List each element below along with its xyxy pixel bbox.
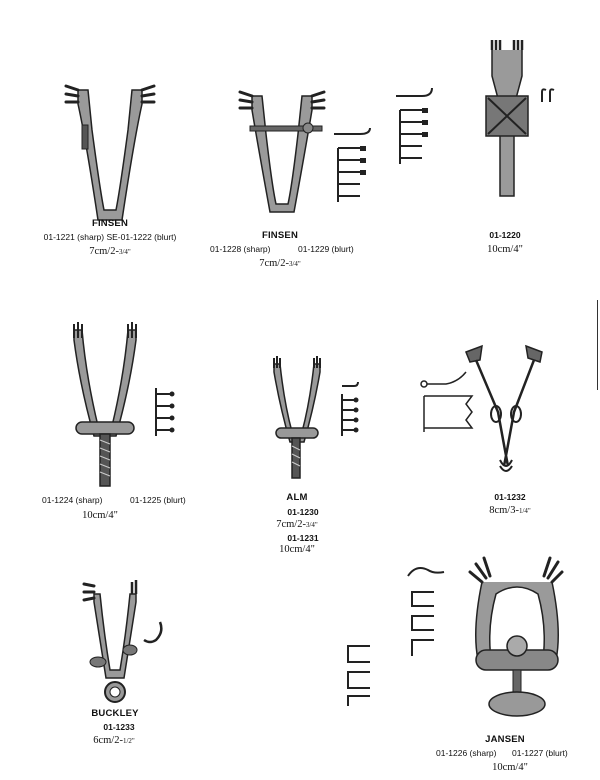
- product-size: 10cm/4": [492, 762, 528, 773]
- page-edge-rule: [596, 300, 598, 390]
- product-code: 01-1232: [494, 492, 526, 502]
- hook-detail-icon: [143, 621, 163, 644]
- product-code-sharp: 01-1228 (sharp): [210, 244, 271, 254]
- product-code-sharp: 01-1224 (sharp): [42, 495, 103, 505]
- blade-detail-icon: [334, 127, 371, 202]
- blade-detail-icon: [407, 567, 445, 656]
- finsen-retractor-illustration: [64, 84, 156, 221]
- product-name: JANSEN: [485, 734, 525, 745]
- product-code-blunt: 01-1229 (blurt): [298, 244, 354, 254]
- blade-detail-icon: [341, 381, 359, 436]
- product-code-sharp: 01-1226 (sharp): [436, 748, 497, 758]
- jansen-retractor-illustration: [468, 556, 564, 717]
- finsen-screw-retractor-illustration: [238, 90, 326, 213]
- buckley-retractor-illustration: [82, 580, 138, 703]
- product-name: FINSEN: [91, 218, 129, 229]
- product-size: 10cm/4": [487, 244, 523, 255]
- hook-detail-icon: [541, 88, 555, 102]
- blade-detail-icon: [396, 87, 433, 164]
- product-code-blunt: 01-1225 (blurt): [130, 495, 186, 505]
- product-code-7cm: 01-1230: [287, 507, 319, 517]
- product-name: FINSEN: [261, 230, 299, 241]
- spring-retractor-illustration: [73, 322, 137, 487]
- product-size: 6cm/2-1/2": [93, 735, 135, 746]
- product-size: 8cm/3-1/4": [489, 505, 531, 516]
- product-size: 7cm/2-3/4": [89, 246, 131, 257]
- product-size: 7cm/2-3/4": [259, 258, 301, 269]
- retractor-1220-illustration: [485, 40, 529, 197]
- product-code-blunt: 01-1227 (blurt): [512, 748, 568, 758]
- wire-retractor-illustration: [465, 344, 543, 472]
- blade-detail-icon: [420, 371, 474, 432]
- blade-detail-icon: [155, 388, 175, 436]
- product-codes: 01-1221 (sharp) SE-01-1222 (blurt): [43, 232, 177, 242]
- product-name: ALM: [286, 492, 308, 503]
- product-size-7cm: 7cm/2-3/4": [276, 519, 318, 530]
- product-size: 10cm/4": [82, 510, 118, 521]
- product-code: 01-1233: [103, 722, 135, 732]
- product-code-10cm: 01-1231: [287, 533, 319, 543]
- product-name: BUCKLEY: [91, 708, 139, 719]
- blade-detail-icon: [347, 645, 370, 706]
- product-code: 01-1220: [489, 230, 521, 240]
- product-size-10cm: 10cm/4": [279, 544, 315, 555]
- alm-retractor-illustration: [273, 356, 321, 479]
